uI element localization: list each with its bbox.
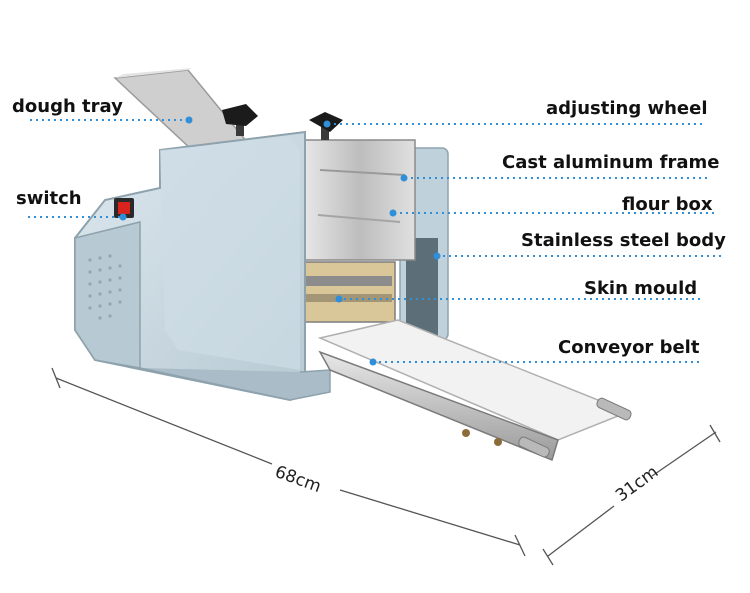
machine-body: [74, 130, 331, 402]
skin-mould-label: Skin mould: [584, 278, 698, 299]
leader-dots: [119, 116, 441, 366]
flour-box-label: flour box: [622, 194, 713, 215]
leader-lines: [28, 119, 722, 363]
adjusting-wheel: [222, 104, 343, 140]
dimension-line-width: [542, 424, 721, 566]
skin-mould: [299, 261, 396, 323]
flour-box: [304, 139, 416, 261]
adjusting-wheel-label: adjusting wheel: [546, 98, 708, 119]
dimension-line-length: [51, 367, 526, 557]
stainless-steel-body-label: Stainless steel body: [521, 230, 726, 251]
conveyor-belt: [317, 319, 632, 462]
switch-label: switch: [16, 188, 82, 209]
switch: [114, 198, 134, 218]
conveyor-belt-label: Conveyor belt: [558, 337, 700, 358]
dough-tray-label: dough tray: [12, 96, 123, 117]
cast-aluminum-frame-label: Cast aluminum frame: [502, 152, 720, 173]
